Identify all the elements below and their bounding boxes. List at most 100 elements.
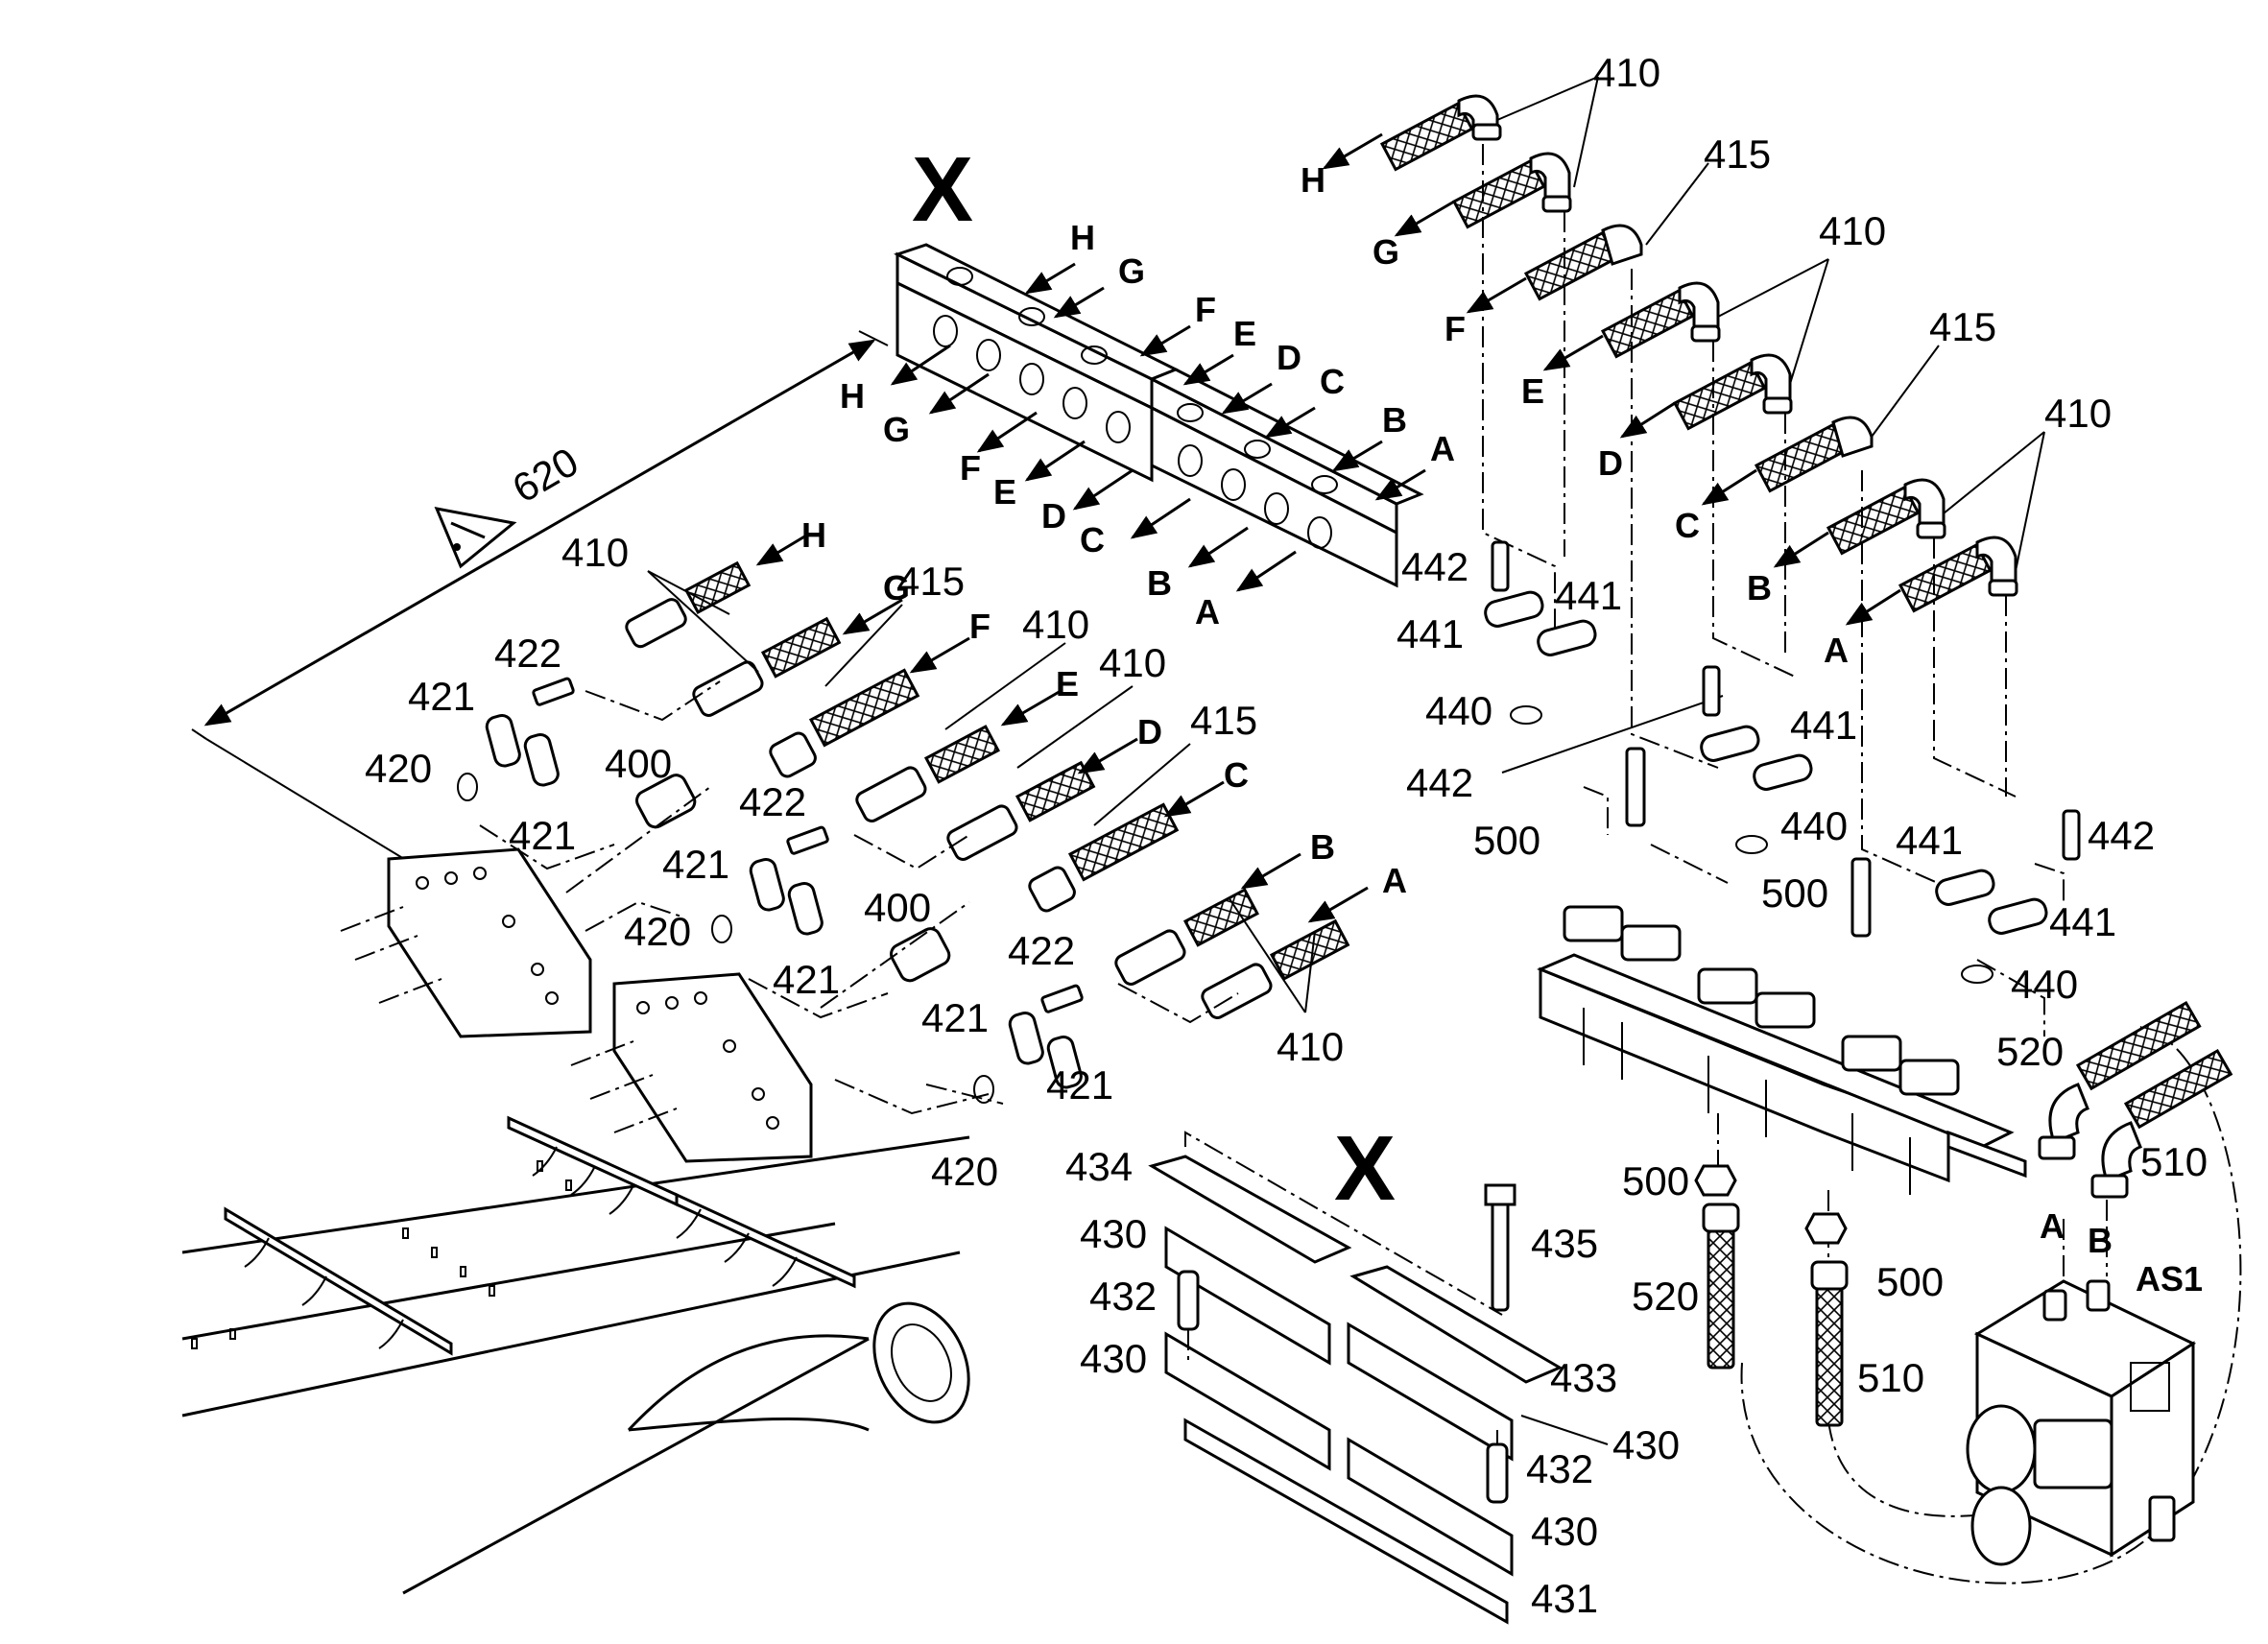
callout-440-c: 440: [2011, 962, 2078, 1007]
callout-435: 435: [1531, 1221, 1598, 1266]
clamp-bar-assembly-top: X: [840, 138, 1455, 631]
callout-440-b: 440: [1780, 803, 1848, 848]
callout-410-f: 410: [1819, 208, 1886, 253]
callout-430-d: 430: [1531, 1509, 1598, 1554]
top-letter-c: C: [1320, 362, 1345, 401]
clamp-detail-bottom: X: [1148, 1117, 1564, 1625]
callout-510-b: 510: [2140, 1139, 2208, 1184]
callout-520-b: 520: [1632, 1274, 1699, 1319]
face-letter-d: D: [1041, 496, 1066, 536]
left-fittings-group: H G F E D C B A: [340, 515, 1407, 1163]
right-letter-c: C: [1675, 506, 1700, 545]
right-letter-g: G: [1373, 232, 1399, 272]
callout-415-b: 415: [1190, 698, 1257, 743]
callout-440-a: 440: [1425, 688, 1492, 733]
callout-410-a: 410: [561, 530, 629, 575]
top-letter-d: D: [1277, 338, 1301, 377]
callout-500-d: 500: [1876, 1259, 1944, 1304]
right-letter-d: D: [1598, 443, 1623, 483]
left-letter-c: C: [1224, 755, 1249, 795]
face-letter-h: H: [840, 376, 865, 416]
callout-400-b: 400: [864, 885, 931, 930]
left-callouts: 410 422 421 420 421 400 415 410 410 415 …: [365, 530, 1344, 1194]
callout-415-d: 415: [1929, 304, 1996, 349]
top-letter-h: H: [1070, 218, 1095, 257]
right-letter-h: H: [1301, 160, 1325, 200]
right-letter-f: F: [1444, 309, 1466, 348]
callout-434: 434: [1065, 1144, 1133, 1189]
callout-432-b: 432: [1526, 1446, 1593, 1491]
callout-415-c: 415: [1704, 131, 1771, 177]
left-letter-d: D: [1137, 712, 1162, 751]
callout-430-b: 430: [1080, 1336, 1147, 1381]
boom-section: [181, 1115, 970, 1595]
callout-500-a: 500: [1473, 818, 1540, 863]
callout-432-a: 432: [1089, 1274, 1157, 1319]
left-letter-e: E: [1056, 664, 1079, 703]
dimension-value: 620: [505, 439, 585, 512]
callout-422-b: 422: [739, 779, 806, 824]
callout-422-a: 422: [494, 631, 561, 676]
bottom-callouts: 434 430 432 430 435 433 430 432 430 431: [1065, 1144, 1680, 1621]
view-marker-x-top: X: [912, 138, 973, 241]
callout-510-a: 510: [1857, 1355, 1924, 1400]
callout-420-c: 420: [931, 1149, 998, 1194]
left-letter-g: G: [883, 568, 910, 608]
callout-410-c: 410: [1099, 640, 1166, 685]
right-callouts: 410 415 410 415 410 442 441 441 440 442 …: [1397, 50, 2208, 1400]
port-label-b: B: [2088, 1221, 2113, 1260]
right-letter-a: A: [1824, 631, 1849, 670]
top-letter-a: A: [1430, 429, 1455, 468]
face-letter-e: E: [993, 472, 1016, 512]
callout-410-d: 410: [1277, 1024, 1344, 1069]
callout-442-c: 442: [2088, 813, 2155, 858]
callout-421-b: 421: [509, 813, 576, 858]
callout-420-b: 420: [624, 909, 691, 954]
callout-431: 431: [1531, 1576, 1598, 1621]
callout-442-b: 442: [1406, 760, 1473, 805]
callout-441-a: 441: [1555, 573, 1622, 618]
callout-441-e: 441: [2049, 899, 2116, 944]
callout-500-c: 500: [1622, 1158, 1689, 1203]
callout-441-b: 441: [1397, 611, 1464, 656]
right-letter-b: B: [1747, 568, 1772, 608]
callout-400-a: 400: [605, 741, 672, 786]
valve-block-label: AS1: [2136, 1259, 2203, 1299]
callout-430-c: 430: [1612, 1422, 1680, 1467]
top-letter-g: G: [1118, 251, 1145, 291]
top-letter-f: F: [1195, 290, 1216, 329]
face-letter-a: A: [1195, 592, 1220, 631]
port-label-a: A: [2040, 1206, 2065, 1246]
callout-421-c: 421: [662, 842, 729, 887]
callout-422-c: 422: [1008, 928, 1075, 973]
top-letter-e: E: [1233, 314, 1256, 353]
callout-441-c: 441: [1790, 703, 1857, 748]
left-letter-h: H: [801, 515, 826, 555]
left-letter-f: F: [969, 607, 991, 646]
callout-520-a: 520: [1996, 1029, 2064, 1074]
callout-410-e: 410: [1593, 50, 1660, 95]
face-letter-g: G: [883, 410, 910, 449]
warning-triangle-icon: [434, 507, 517, 569]
right-hose-group: H G F E D C B A: [1301, 76, 2242, 1584]
face-letter-c: C: [1080, 520, 1105, 560]
callout-442-a: 442: [1401, 544, 1468, 589]
callout-421-e: 421: [921, 995, 989, 1040]
right-letter-e: E: [1521, 371, 1544, 411]
left-letter-a: A: [1382, 861, 1407, 900]
callout-430-a: 430: [1080, 1211, 1147, 1256]
face-letter-f: F: [960, 448, 981, 488]
callout-410-b: 410: [1022, 602, 1089, 647]
view-marker-x-bottom: X: [1334, 1117, 1396, 1220]
callout-420-a: 420: [365, 746, 432, 791]
callout-421-a: 421: [408, 674, 475, 719]
callout-433: 433: [1550, 1355, 1617, 1400]
callout-500-b: 500: [1761, 870, 1828, 916]
valve-block-as1: [1966, 1279, 2197, 1566]
callout-441-d: 441: [1896, 818, 1963, 863]
face-letter-b: B: [1147, 563, 1172, 603]
top-letter-b: B: [1382, 400, 1407, 440]
callout-415-a: 415: [897, 559, 965, 604]
callout-421-d: 421: [773, 957, 840, 1002]
